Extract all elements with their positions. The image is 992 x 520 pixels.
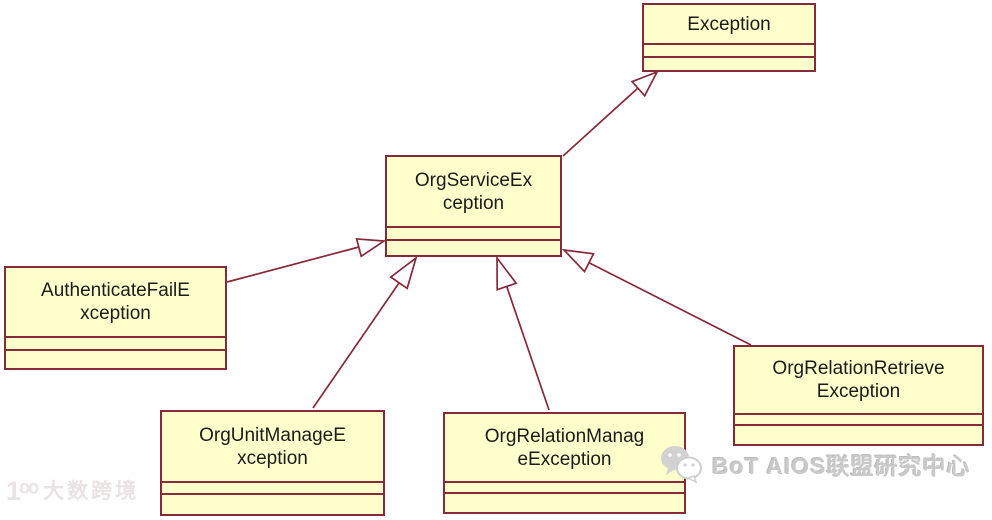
edge-orgunit-to-orgservice — [312, 255, 418, 409]
class-box-org-relation-retrieve-exception: OrgRelationRetrieve Exception — [733, 345, 984, 446]
edge-authfail-to-orgservice — [226, 237, 387, 283]
class-box-authenticate-fail-exception: AuthenticateFailE xception — [4, 266, 227, 370]
class-box-exception: Exception — [642, 3, 816, 72]
attributes-compartment — [735, 413, 982, 424]
attributes-compartment — [387, 226, 560, 239]
operations-compartment — [644, 56, 814, 70]
class-name-exception: Exception — [687, 13, 771, 35]
attributes-compartment — [6, 336, 225, 349]
class-name-authenticate-fail-exception: AuthenticateFailE xception — [41, 280, 190, 324]
dashukuajing-logo-icon: 1ᵒᵒ — [6, 476, 39, 506]
class-box-org-unit-manage-exception: OrgUnitManageE xception — [160, 410, 385, 516]
watermark-left-text: 大数跨境 — [43, 480, 140, 503]
class-name-org-unit-manage-exception: OrgUnitManageE xception — [199, 424, 346, 469]
operations-compartment — [162, 493, 383, 514]
operations-compartment — [445, 492, 684, 512]
class-name-org-service-exception: OrgServiceEx ception — [414, 169, 533, 214]
class-box-org-relation-manage-exception: OrgRelationManag eException — [443, 412, 686, 514]
edge-orgrelmanage-to-orgservice — [496, 255, 550, 411]
attributes-compartment — [445, 481, 684, 492]
class-box-org-service-exception: OrgServiceEx ception — [385, 155, 562, 257]
edge-orgrelretrieve-to-orgservice — [561, 248, 752, 346]
watermark-right-text: BoT AIOS联盟研究中心 — [712, 453, 971, 479]
operations-compartment — [735, 424, 982, 444]
class-name-org-relation-retrieve-exception: OrgRelationRetrieve Exception — [772, 358, 945, 402]
operations-compartment — [6, 349, 225, 368]
edge-orgservice-to-exception — [562, 70, 659, 157]
attributes-compartment — [644, 43, 814, 56]
attributes-compartment — [162, 481, 383, 493]
wechat-icon — [660, 444, 704, 484]
class-name-org-relation-manage-exception: OrgRelationManag eException — [484, 425, 645, 470]
operations-compartment — [387, 239, 560, 255]
watermark-bot-aios: BoT AIOS联盟研究中心 — [660, 444, 970, 484]
watermark-dashukuajing: 1ᵒᵒ 大数跨境 — [6, 476, 140, 506]
